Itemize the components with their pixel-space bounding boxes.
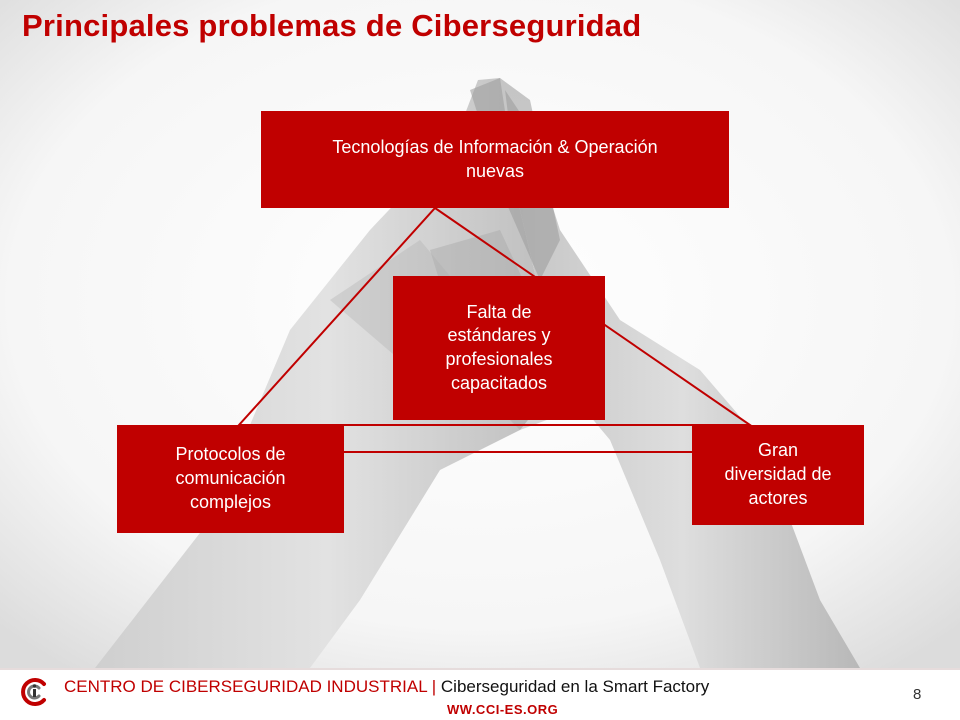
footer-divider xyxy=(0,668,960,670)
slide-title: Principales problemas de Ciberseguridad xyxy=(22,8,642,43)
footer-separator: | xyxy=(427,677,441,696)
box-center-line: profesionales xyxy=(445,349,553,369)
box-center-line: capacitados xyxy=(450,372,548,393)
box-right-line: diversidad de xyxy=(724,464,832,485)
box-lack-of-standards: Falta de estándares y profesionales capa… xyxy=(393,276,605,420)
footer-subtitle: Ciberseguridad en la Smart Factory xyxy=(440,677,710,696)
box-new-it-ot-technologies: Tecnologías de Información & Operación n… xyxy=(261,111,729,208)
footer-text: CENTRO DE CIBERSEGURIDAD INDUSTRIAL | Ci… xyxy=(64,677,709,697)
box-left-text: Protocolos de comunicación complejos xyxy=(175,443,285,514)
box-right-line: actores xyxy=(748,487,808,508)
box-center-text: Falta de estándares y profesionales capa… xyxy=(445,301,552,396)
cci-logo-icon xyxy=(21,678,46,706)
box-top-line: Tecnologías de Información & Operación xyxy=(332,136,658,157)
footer-organization: CENTRO DE CIBERSEGURIDAD INDUSTRIAL xyxy=(64,677,428,696)
box-top-text: Tecnologías de Información & Operación n… xyxy=(332,136,657,184)
box-left-line: complejos xyxy=(189,491,272,512)
box-right-line: Gran xyxy=(757,440,798,461)
box-left-line: comunicación xyxy=(175,468,286,489)
box-left-line: Protocolos de xyxy=(175,444,286,465)
box-center-line: Falta de xyxy=(466,301,532,322)
box-diversity-of-actors: Gran diversidad de actores xyxy=(692,425,864,525)
box-top-line: nuevas xyxy=(465,160,525,181)
box-right-text: Gran diversidad de actores xyxy=(724,439,831,510)
footer-url-link[interactable]: WW.CCI-ES.ORG xyxy=(447,702,559,717)
page-number: 8 xyxy=(913,686,922,703)
box-complex-protocols: Protocolos de comunicación complejos xyxy=(117,425,344,533)
box-center-line: estándares y xyxy=(447,325,551,346)
